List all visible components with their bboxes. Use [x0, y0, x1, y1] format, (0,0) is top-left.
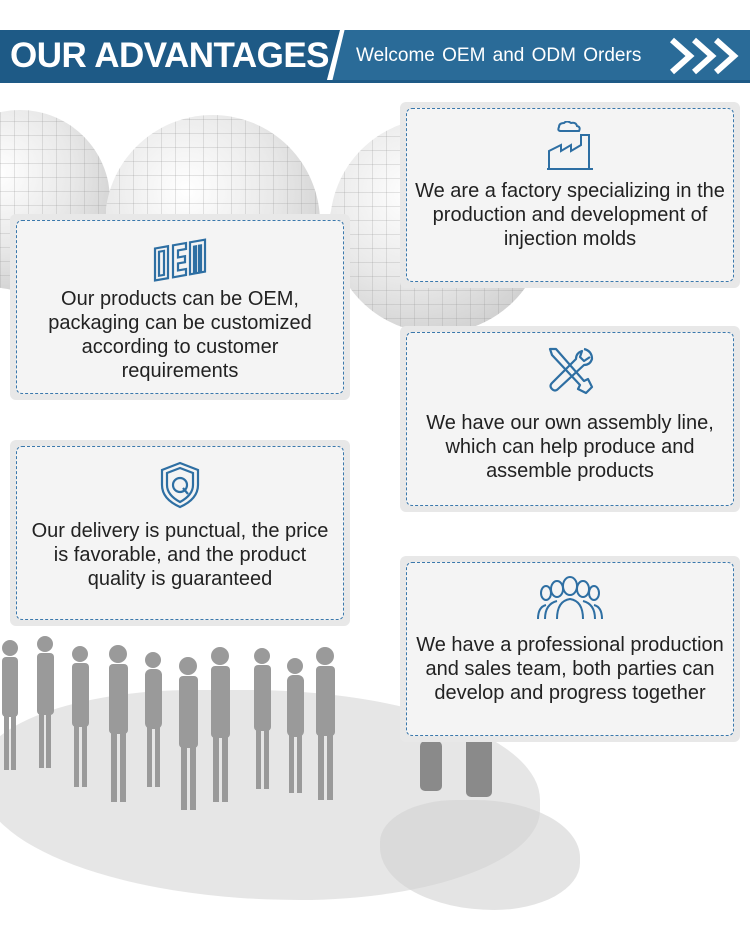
- advantages-header: OUR ADVANTAGES Welcome OEM and ODM Order…: [0, 30, 750, 82]
- page-title: OUR ADVANTAGES: [10, 36, 330, 75]
- world-map-shape-2: [380, 800, 580, 910]
- card-text: We have a professional production and sa…: [416, 634, 724, 704]
- header-title-bar: [0, 30, 340, 82]
- card-body: Our products can be OEM, packaging can b…: [16, 220, 344, 394]
- header-divider: [0, 80, 750, 83]
- oem-icon: [153, 238, 207, 282]
- quality-shield-icon: [160, 461, 200, 509]
- card-body: We have a professional production and sa…: [406, 562, 734, 736]
- team-icon: [537, 576, 603, 620]
- header-tagline-bar: [332, 30, 750, 82]
- card-body: We have our own assembly line, which can…: [406, 332, 734, 506]
- advantage-card-quality: Our delivery is punctual, the price is f…: [10, 440, 350, 626]
- advantage-card-team: We have a professional production and sa…: [400, 556, 740, 742]
- double-chevron-right-icon: [670, 37, 739, 75]
- card-body: We are a factory specializing in the pro…: [406, 108, 734, 282]
- card-text: Our delivery is punctual, the price is f…: [31, 520, 329, 590]
- header-tagline: Welcome OEM and ODM Orders: [356, 45, 642, 66]
- card-text: We have our own assembly line, which can…: [426, 412, 714, 482]
- advantage-card-assembly: We have our own assembly line, which can…: [400, 326, 740, 512]
- advantage-card-oem: Our products can be OEM, packaging can b…: [10, 214, 350, 400]
- card-text: We are a factory specializing in the pro…: [415, 180, 725, 250]
- advantage-card-factory: We are a factory specializing in the pro…: [400, 102, 740, 288]
- card-body: Our delivery is punctual, the price is f…: [16, 446, 344, 620]
- tools-icon: [548, 347, 594, 395]
- factory-icon: [547, 121, 593, 170]
- business-people-silhouette: [2, 636, 492, 810]
- card-text: Our products can be OEM, packaging can b…: [48, 288, 312, 382]
